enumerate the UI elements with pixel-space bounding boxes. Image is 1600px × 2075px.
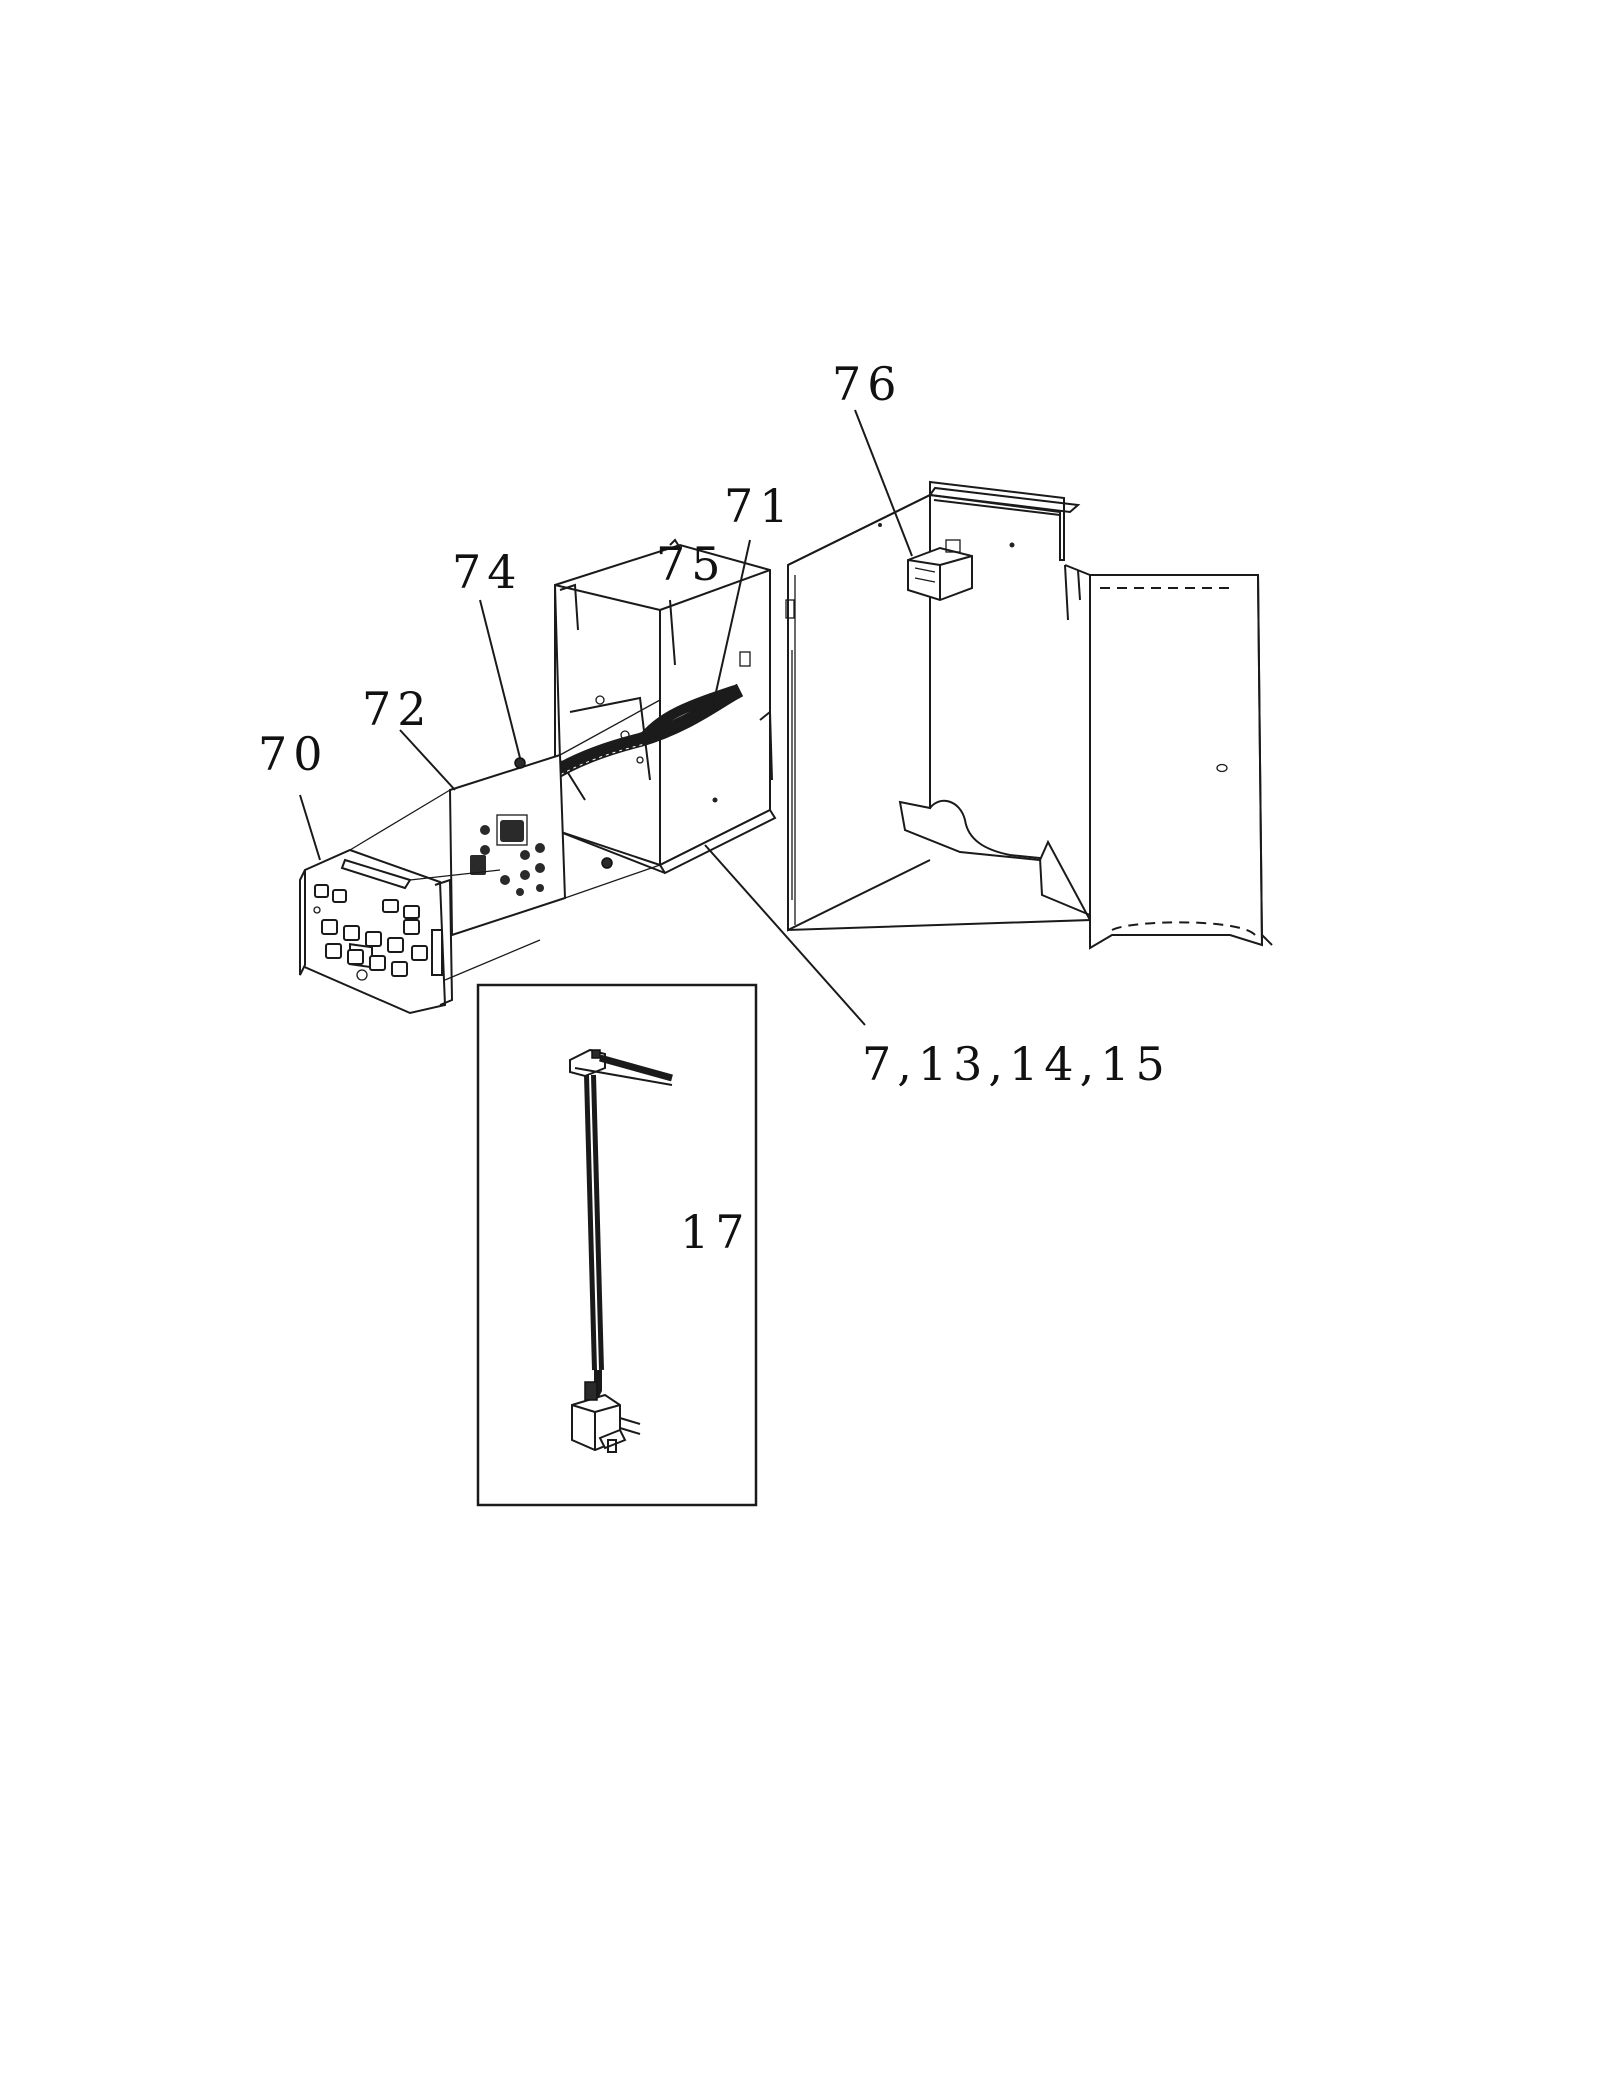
callout-71: 71	[724, 479, 795, 533]
callout-72: 72	[362, 682, 433, 736]
cabinet-housing	[785, 480, 1273, 950]
callout-75: 75	[656, 537, 727, 591]
callout-17: 17	[680, 1205, 751, 1259]
leader-lines	[299, 409, 913, 1026]
transformer-part-76	[907, 539, 973, 602]
callout-76: 76	[832, 357, 903, 411]
callout-7-13-14-15: 7,13,14,15	[862, 1037, 1171, 1091]
power-cord-inset	[476, 983, 758, 1507]
callout-74: 74	[452, 545, 523, 599]
control-panel-keypad-part-70	[298, 848, 454, 1015]
callout-70: 70	[258, 727, 329, 781]
assembly-guide-lines	[349, 699, 661, 981]
